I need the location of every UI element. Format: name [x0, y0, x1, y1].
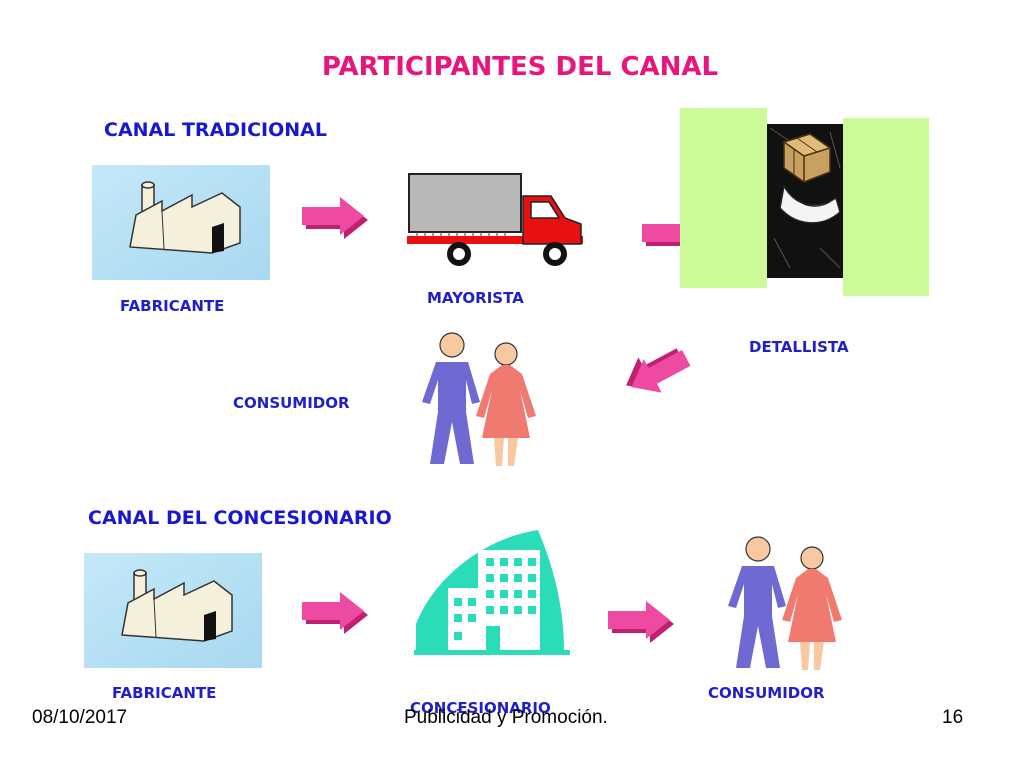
dealer-label-fabricante: FABRICANTE — [112, 684, 217, 702]
traditional-heading: CANAL TRADICIONAL — [104, 119, 327, 141]
arrow-right-icon — [300, 197, 368, 239]
traditional-label-fabricante: FABRICANTE — [120, 297, 225, 315]
dealer-label-concesionario: CONCESIONARIO — [410, 699, 551, 717]
factory-icon — [92, 165, 270, 280]
arrow-down-left-icon — [622, 346, 694, 400]
retailer-hands-box-icon — [680, 108, 930, 298]
slide-title: PARTICIPANTES DEL CANAL — [321, 52, 719, 82]
footer-center-text: Publicidad y Promoción. — [404, 707, 608, 728]
couple-icon — [410, 332, 545, 467]
truck-icon — [405, 172, 585, 272]
dealer-label-consumidor: CONSUMIDOR — [708, 684, 825, 702]
couple-icon — [716, 536, 851, 671]
traditional-label-mayorista: MAYORISTA — [427, 289, 524, 307]
building-icon — [414, 528, 570, 658]
footer-date: 08/10/2017 — [32, 707, 128, 728]
factory-icon — [84, 553, 262, 668]
traditional-label-detallista: DETALLISTA — [749, 338, 849, 356]
arrow-right-icon — [606, 601, 674, 643]
dealer-heading: CANAL DEL CONCESIONARIO — [88, 507, 392, 529]
traditional-label-consumidor: CONSUMIDOR — [233, 394, 350, 412]
footer-page-number: 16 — [942, 707, 964, 728]
arrow-right-icon — [300, 592, 368, 634]
